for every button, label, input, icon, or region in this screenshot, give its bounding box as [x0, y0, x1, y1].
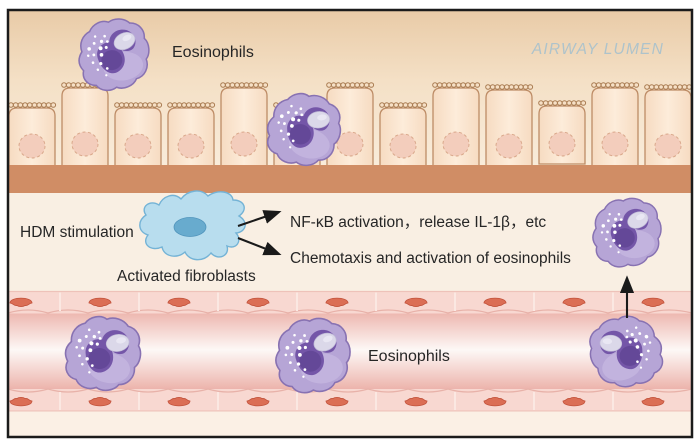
- label-eosinophils-vessel: Eosinophils: [368, 348, 450, 365]
- epithelial-cell: [486, 85, 533, 168]
- epithelial-cell: [115, 103, 162, 166]
- figure-border: [6, 8, 694, 439]
- label-activated-fibroblasts: Activated fibroblasts: [117, 268, 256, 285]
- label-pathway-nfkb: NF-κB activation，release IL-1β，etc: [290, 214, 546, 231]
- vessel-wall-top: [8, 291, 692, 314]
- fibroblast-nucleus: [173, 217, 207, 237]
- label-airway-lumen: AIRWAY LUMEN: [531, 41, 664, 58]
- label-eosinophils-airway: Eosinophils: [172, 44, 254, 61]
- epithelial-cell: [592, 83, 639, 166]
- basement-membrane: [8, 165, 692, 193]
- arrow-fibroblast-to-chemotaxis: [237, 237, 282, 256]
- epithelial-cell: [168, 103, 215, 166]
- epithelial-cell: [380, 103, 427, 166]
- vessel-wall-top-wave: [7, 309, 693, 314]
- arrow-fibroblast-to-nfkb: [237, 210, 282, 227]
- label-hdm-stimulation: HDM stimulation: [20, 224, 134, 241]
- endothelial-cell-seams-bottom: [59, 392, 614, 410]
- endothelial-cell-seams-top: [59, 292, 614, 311]
- vessel-wall-bottom-wave: [7, 388, 693, 393]
- label-pathway-chemotaxis: Chemotaxis and activation of eosinophils: [290, 250, 571, 267]
- epithelial-cell: [9, 103, 56, 166]
- tissue-below-vessel: [8, 411, 692, 437]
- submucosa-region: [8, 193, 692, 292]
- epithelial-cell: [645, 85, 692, 168]
- fibroblast-cell: [139, 190, 246, 261]
- epithelial-cell: [221, 83, 268, 166]
- epithelial-cell: [539, 101, 586, 164]
- epithelial-cell: [62, 83, 109, 166]
- epithelial-cell: [433, 83, 480, 166]
